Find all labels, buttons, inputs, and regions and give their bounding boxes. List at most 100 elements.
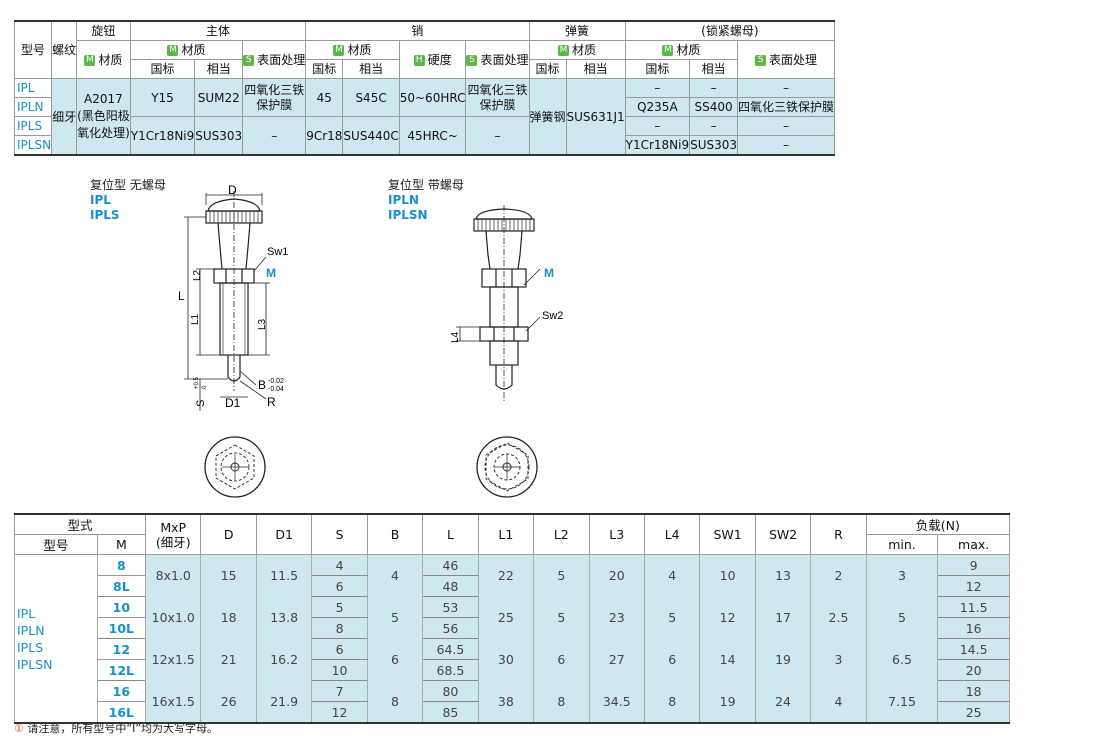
left-drawing-title: 复位型 无螺母 bbox=[90, 178, 166, 192]
model-name: IPL bbox=[17, 605, 36, 621]
d1-value: 11.5 bbox=[255, 554, 313, 597]
plunger-drawing-with-nut: M Sw2 L4 bbox=[450, 205, 563, 401]
l-value: 53 bbox=[422, 596, 479, 618]
locknut-gb: – bbox=[624, 78, 691, 98]
material-tag-icon: M bbox=[558, 45, 570, 56]
hdr-body: 主体 bbox=[129, 20, 307, 41]
warning-icon: ① bbox=[14, 722, 24, 735]
thread-size: 10 bbox=[96, 596, 147, 618]
left-drawing-caption: 复位型 无螺母 IPL IPLS bbox=[90, 178, 166, 223]
label-l1: L1 bbox=[190, 313, 201, 325]
hdr-l1: L1 bbox=[477, 513, 535, 555]
pin-gb: 45 bbox=[305, 78, 344, 117]
l-value: 64.5 bbox=[422, 638, 479, 660]
l3-value: 27 bbox=[588, 638, 645, 681]
model-name: IPLN bbox=[17, 622, 45, 638]
hdr-l4: L4 bbox=[643, 513, 701, 555]
l-value: 48 bbox=[422, 575, 479, 597]
label-sw1: Sw1 bbox=[267, 246, 288, 258]
load-max-value: 14.5 bbox=[937, 638, 1010, 660]
body-gb: Y1Cr18Ni9 bbox=[129, 116, 196, 156]
surface-tag-icon: S bbox=[243, 54, 255, 66]
sw1-value: 19 bbox=[699, 680, 756, 723]
knob-material: A2017(黑色阳极氧化处理) bbox=[76, 78, 131, 156]
r-value: 4 bbox=[810, 680, 867, 723]
model-name: IPLS bbox=[17, 639, 44, 655]
d-value: 26 bbox=[200, 680, 257, 723]
s-value: 8 bbox=[311, 617, 368, 639]
locknut-equiv: – bbox=[689, 116, 739, 136]
load-max-value: 18 bbox=[937, 680, 1010, 702]
left-drawing-model: IPL bbox=[90, 193, 111, 207]
material-tag-icon: M bbox=[84, 54, 96, 66]
hdr-gb: 国标 bbox=[129, 59, 196, 79]
l-value: 80 bbox=[422, 680, 479, 702]
hardness-tag-icon: H bbox=[413, 54, 425, 66]
s-value: 12 bbox=[311, 701, 368, 723]
r-value: 2.5 bbox=[810, 596, 867, 639]
hdr-type: 型式 bbox=[13, 513, 147, 535]
load-max-value: 25 bbox=[937, 701, 1010, 723]
l1-value: 22 bbox=[477, 554, 535, 597]
label-l3: L3 bbox=[257, 318, 268, 330]
pin-hardness: 45HRC~ bbox=[398, 116, 467, 156]
l-value: 85 bbox=[422, 701, 479, 723]
pin-equiv: SUS440C bbox=[342, 116, 400, 156]
hdr-model: 型号 bbox=[14, 534, 98, 555]
mxp-value: 8x1.0 bbox=[145, 554, 202, 597]
l-value: 46 bbox=[422, 554, 479, 576]
hdr-max: max. bbox=[937, 534, 1010, 555]
l1-value: 25 bbox=[477, 596, 535, 639]
l3-value: 20 bbox=[588, 554, 645, 597]
top-view-with-nut bbox=[476, 436, 538, 498]
label-m: M bbox=[266, 266, 276, 280]
label-d1: D1 bbox=[225, 396, 241, 410]
s-value: 10 bbox=[311, 659, 368, 681]
model-name: IPLSN bbox=[17, 656, 53, 672]
hdr-load: 负载(N) bbox=[865, 513, 1011, 535]
body-surface: – bbox=[242, 116, 307, 156]
load-max-value: 12 bbox=[937, 575, 1010, 597]
d-value: 15 bbox=[200, 554, 257, 597]
label-b-tol-lower: -0.04 bbox=[268, 386, 284, 393]
l-value: 56 bbox=[422, 617, 479, 639]
hdr-s: S bbox=[311, 513, 368, 555]
l3-value: 34.5 bbox=[588, 680, 645, 723]
l4-value: 4 bbox=[643, 554, 701, 597]
hdr-r: R bbox=[810, 513, 867, 555]
hdr-mxp: MxP(细牙) bbox=[145, 513, 202, 555]
pin-hardness: 50~60HRC bbox=[398, 78, 467, 117]
l1-value: 38 bbox=[477, 680, 535, 723]
plunger-drawing-no-nut: D L L2 L1 L3 Sw1 M B -0.02 -0.04 R D1 S … bbox=[178, 185, 288, 411]
l1-value: 30 bbox=[477, 638, 535, 681]
b-value: 5 bbox=[366, 596, 424, 639]
hdr-b: B bbox=[366, 513, 424, 555]
hdr-pin: 销 bbox=[305, 20, 530, 41]
l2-value: 8 bbox=[533, 680, 590, 723]
right-drawing-caption: 复位型 带螺母 IPLN IPLSN bbox=[388, 178, 464, 223]
thread-size: 16L bbox=[96, 701, 147, 724]
d-value: 18 bbox=[200, 596, 257, 639]
mxp-value: 10x1.0 bbox=[145, 596, 202, 639]
pin-surface: – bbox=[465, 116, 530, 156]
hdr-gb: 国标 bbox=[305, 59, 344, 79]
hdr-equiv: 相当 bbox=[689, 59, 739, 79]
d1-value: 21.9 bbox=[255, 680, 313, 723]
thread-size: 12L bbox=[96, 659, 147, 681]
hdr-sw2: SW2 bbox=[754, 513, 812, 555]
s-value: 5 bbox=[311, 596, 368, 618]
left-drawing-model: IPLS bbox=[90, 208, 120, 222]
sw2-value: 13 bbox=[754, 554, 812, 597]
s-value: 4 bbox=[311, 554, 368, 576]
hdr-m: M bbox=[96, 534, 147, 555]
r-value: 3 bbox=[810, 638, 867, 681]
right-drawing-model: IPLSN bbox=[388, 208, 428, 222]
l-value: 68.5 bbox=[422, 659, 479, 681]
pin-gb: 9Cr18 bbox=[305, 116, 344, 156]
